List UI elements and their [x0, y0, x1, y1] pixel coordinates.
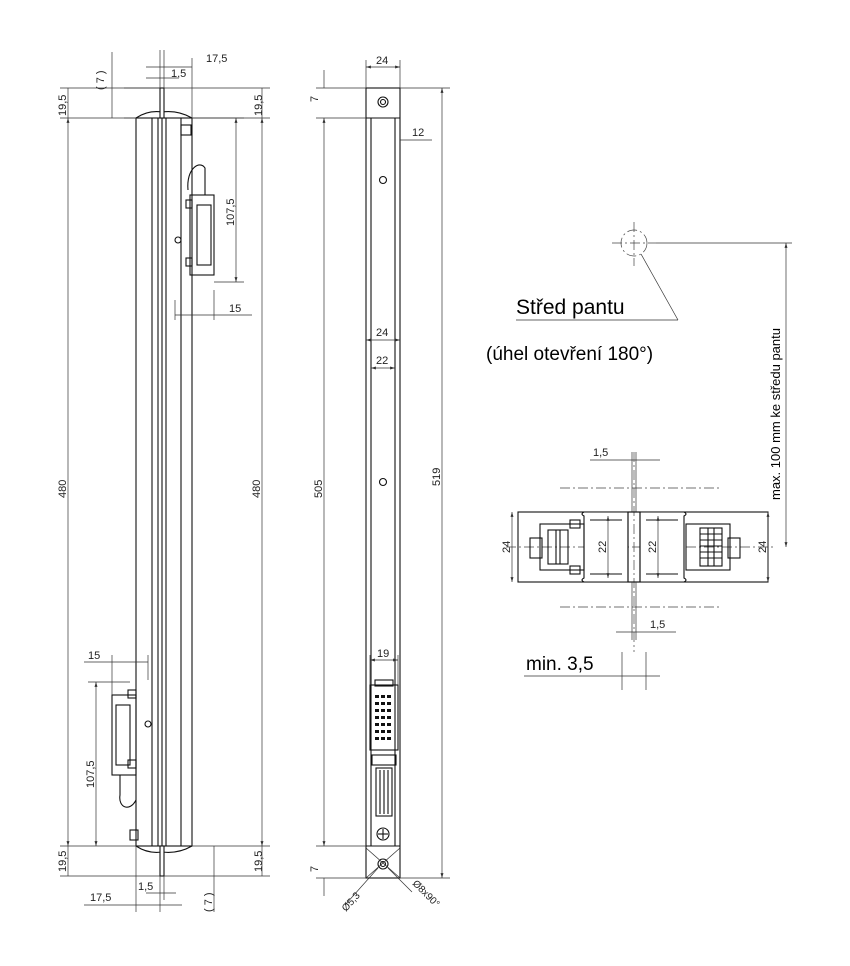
side-view: 17,5 1,5 ( 7 ) 19,5 19,5 480 480 107,5 1…	[57, 50, 270, 912]
dim-hinge-height-right: 24	[757, 541, 769, 553]
dim-top-pin: 1,5	[171, 68, 186, 80]
dim-bottom-offset: ( 7 )	[203, 892, 215, 912]
hinge-left-connector	[539, 523, 585, 571]
label-max-distance: max. 100 mm ke středu pantu	[768, 328, 783, 500]
dim-bottom-width: 17,5	[90, 892, 111, 904]
dim-upper-connector: 107,5	[225, 198, 237, 226]
label-hinge-center: Střed pantu	[516, 296, 625, 319]
dim-gap-top: 1,5	[593, 447, 608, 459]
front-view: 24 7 12 24 22 505 519 19 7 Ø5,3 Ø8x90°	[309, 55, 450, 914]
dim-lower-connector: 107,5	[85, 760, 97, 788]
label-opening: (úhel otevření 180°)	[486, 344, 653, 365]
dim-front-top-7: 7	[309, 96, 321, 102]
front-connector	[369, 684, 399, 751]
dim-hinge-inner-left: 22	[597, 541, 609, 553]
dim-bottom-pin: 1,5	[138, 881, 153, 893]
dim-countersink: Ø8x90°	[410, 878, 441, 909]
dim-length-right: 480	[251, 480, 263, 498]
upper-connector	[189, 194, 215, 276]
bottom-pin	[159, 845, 165, 877]
dim-front-width-inner: 22	[376, 355, 388, 367]
dim-front-top-width: 24	[376, 55, 388, 67]
dim-upper-depth: 15	[229, 303, 241, 315]
dim-505: 505	[313, 480, 325, 498]
dim-connector-width: 19	[377, 648, 389, 660]
dim-top-width: 17,5	[206, 53, 227, 65]
dim-hinge-inner-right: 22	[647, 541, 659, 553]
lower-connector	[111, 694, 137, 776]
dim-front-bottom-7: 7	[309, 866, 321, 872]
dim-hole: Ø5,3	[340, 890, 363, 914]
dim-top-offset: ( 7 )	[95, 70, 107, 90]
dim-bottom-left: 19,5	[57, 851, 69, 872]
dim-length-left: 480	[57, 480, 69, 498]
dim-lower-depth: 15	[88, 650, 100, 662]
dim-slot: 12	[412, 127, 424, 139]
dim-top-right: 19,5	[253, 95, 265, 116]
dim-gap-bottom: 1,5	[650, 619, 665, 631]
top-pin	[159, 87, 165, 119]
hinge-view: Střed pantu (úhel otevření 180°) max. 10…	[486, 222, 792, 690]
dim-519: 519	[431, 468, 443, 486]
dim-top-left: 19,5	[57, 95, 69, 116]
hinge-right-connector	[685, 523, 731, 571]
dim-hinge-height-left: 24	[501, 541, 513, 553]
dim-front-width-outer: 24	[376, 327, 388, 339]
dim-bottom-right: 19,5	[253, 851, 265, 872]
profile-body	[135, 117, 193, 847]
label-min-gap: min. 3,5	[526, 654, 594, 675]
hinge-right-leaf	[639, 511, 687, 583]
front-profile	[365, 87, 401, 879]
